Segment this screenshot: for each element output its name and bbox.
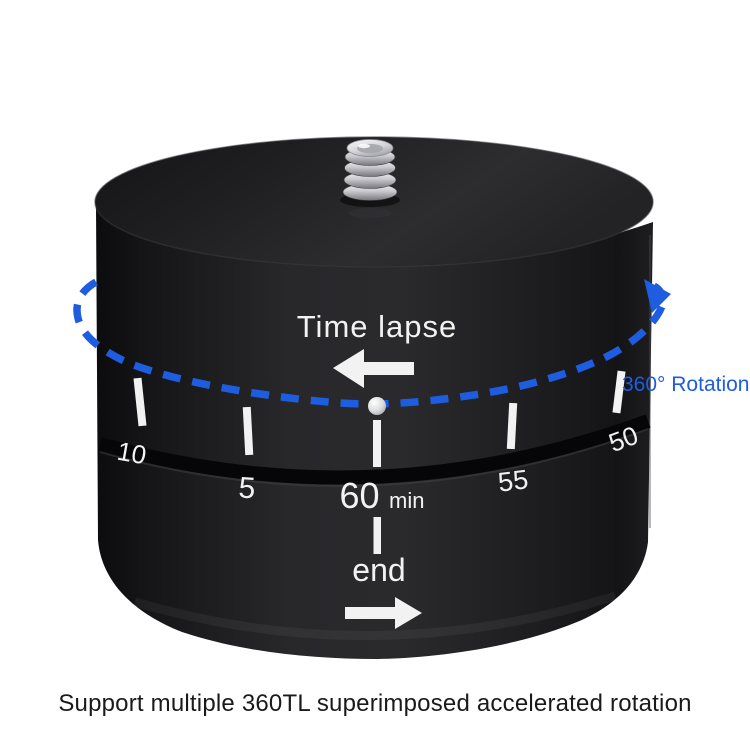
index-dot xyxy=(368,397,386,415)
dial-seam-groove xyxy=(98,414,651,485)
scale-tick xyxy=(373,420,381,467)
caption: Support multiple 360TL superimposed acce… xyxy=(58,690,692,717)
dial-seam-highlight xyxy=(99,428,649,487)
scale-number-10: 10 xyxy=(115,436,149,471)
rotation-arrowhead-icon xyxy=(644,279,671,313)
scale-number-55: 55 xyxy=(496,464,529,497)
scale-tick xyxy=(133,377,147,427)
end-label: end xyxy=(352,552,405,588)
center-scale-value: 60 xyxy=(340,475,380,516)
scale-tick xyxy=(506,402,518,450)
mount-screw-icon xyxy=(340,139,400,218)
base-bottom-sheen xyxy=(133,591,617,641)
rotation-dash-ellipse xyxy=(73,278,667,408)
right-arrow-icon xyxy=(345,597,422,629)
rotation-label: 360° Rotation xyxy=(622,373,750,396)
center-scale-label: 60 min xyxy=(340,475,425,516)
scale-tick xyxy=(242,406,254,456)
end-tick xyxy=(373,517,381,554)
dial-label: Time lapse xyxy=(297,309,457,344)
screw-reflection xyxy=(348,208,392,218)
center-scale-unit: min xyxy=(389,488,424,513)
scale-tick xyxy=(612,370,626,414)
left-arrow-icon xyxy=(333,349,414,388)
screw-top-glint xyxy=(358,143,370,149)
scale-number-5: 5 xyxy=(237,471,256,505)
